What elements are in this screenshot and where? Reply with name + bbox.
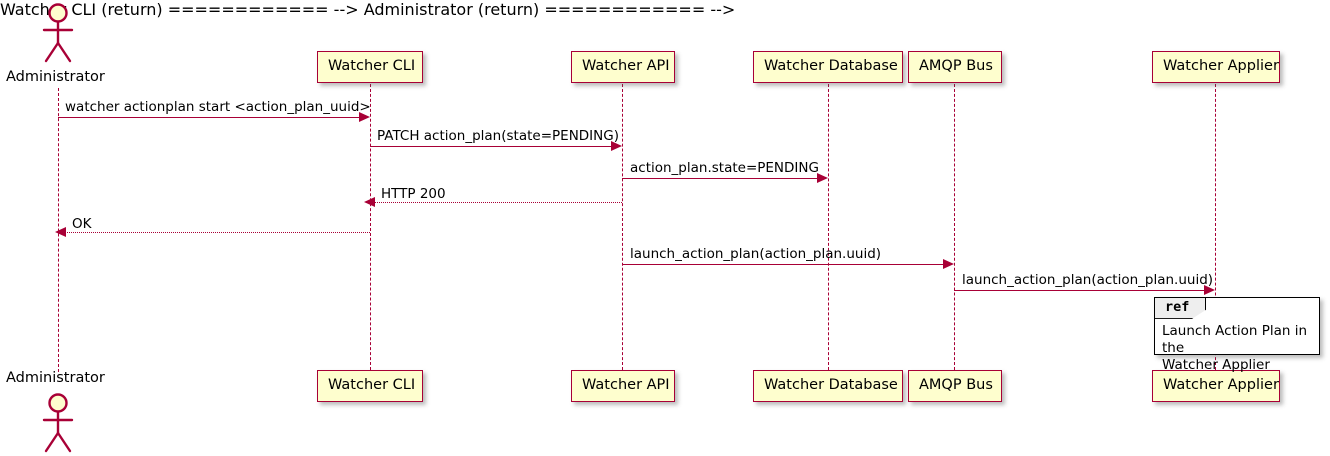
ref-fragment-body-line-2: Watcher Applier: [1162, 356, 1270, 373]
message-arrowhead-3: [817, 173, 828, 183]
message-arrowhead-6: [943, 259, 954, 269]
message-label-2: PATCH action_plan(state=PENDING): [377, 128, 619, 144]
stick-figure-icon: [42, 3, 74, 63]
lifeline-watcher-api: [622, 84, 623, 370]
message-arrowhead-4: [364, 197, 375, 207]
message-line-4: [373, 202, 622, 203]
lifeline-watcher-applier: [1215, 84, 1216, 370]
ref-fragment-body-line-1: Launch Action Plan in the: [1162, 323, 1308, 356]
message-line-1: [58, 117, 361, 118]
stick-figure-icon: [42, 393, 74, 453]
participant-box-watcher-api-bottom[interactable]: Watcher API: [571, 370, 675, 402]
participant-box-watcher-api-top[interactable]: Watcher API: [571, 51, 675, 83]
participant-box-watcher-database-bottom[interactable]: Watcher Database: [753, 370, 903, 402]
message-line-2: [370, 146, 613, 147]
message-label-5: OK: [72, 216, 92, 232]
message-label-3: action_plan.state=PENDING: [630, 160, 819, 176]
message-line-7: [954, 290, 1206, 291]
message-arrowhead-5: [55, 227, 66, 237]
message-line-6: [622, 264, 945, 265]
lifeline-watcher-cli: [370, 84, 371, 370]
lifeline-amqp-bus: [954, 84, 955, 370]
message-line-5: [64, 232, 370, 233]
message-arrowhead-2: [611, 141, 622, 151]
actor-label-administrator-top: Administrator: [6, 69, 105, 85]
participant-box-amqp-bus-bottom[interactable]: AMQP Bus: [908, 370, 1002, 402]
participant-box-amqp-bus-top[interactable]: AMQP Bus: [908, 51, 1002, 83]
actor-administrator-bottom: [34, 392, 82, 456]
message-label-6: launch_action_plan(action_plan.uuid): [630, 246, 882, 262]
participant-box-watcher-database-top[interactable]: Watcher Database: [753, 51, 903, 83]
ref-fragment: ref Launch Action Plan in the Watcher Ap…: [1154, 297, 1320, 373]
message-label-7: launch_action_plan(action_plan.uuid): [962, 272, 1214, 288]
participant-box-watcher-cli-top[interactable]: Watcher CLI: [317, 51, 423, 83]
participant-box-watcher-applier-top[interactable]: Watcher Applier: [1152, 51, 1280, 83]
message-label-4: HTTP 200: [381, 186, 446, 202]
participant-box-watcher-cli-bottom[interactable]: Watcher CLI: [317, 370, 423, 402]
message-line-3: [622, 178, 819, 179]
lifeline-watcher-database: [828, 84, 829, 370]
message-arrowhead-7: [1204, 285, 1215, 295]
actor-administrator-top: [34, 2, 82, 68]
participant-box-watcher-applier-bottom[interactable]: Watcher Applier: [1152, 370, 1280, 402]
message-label-1: watcher actionplan start <action_plan_uu…: [65, 99, 371, 115]
message-arrowhead-1: [359, 112, 370, 122]
ref-fragment-body: Launch Action Plan in the Watcher Applie…: [1155, 320, 1319, 378]
ref-fragment-tab-label: ref: [1155, 298, 1207, 319]
actor-label-administrator-bottom: Administrator: [6, 370, 105, 386]
